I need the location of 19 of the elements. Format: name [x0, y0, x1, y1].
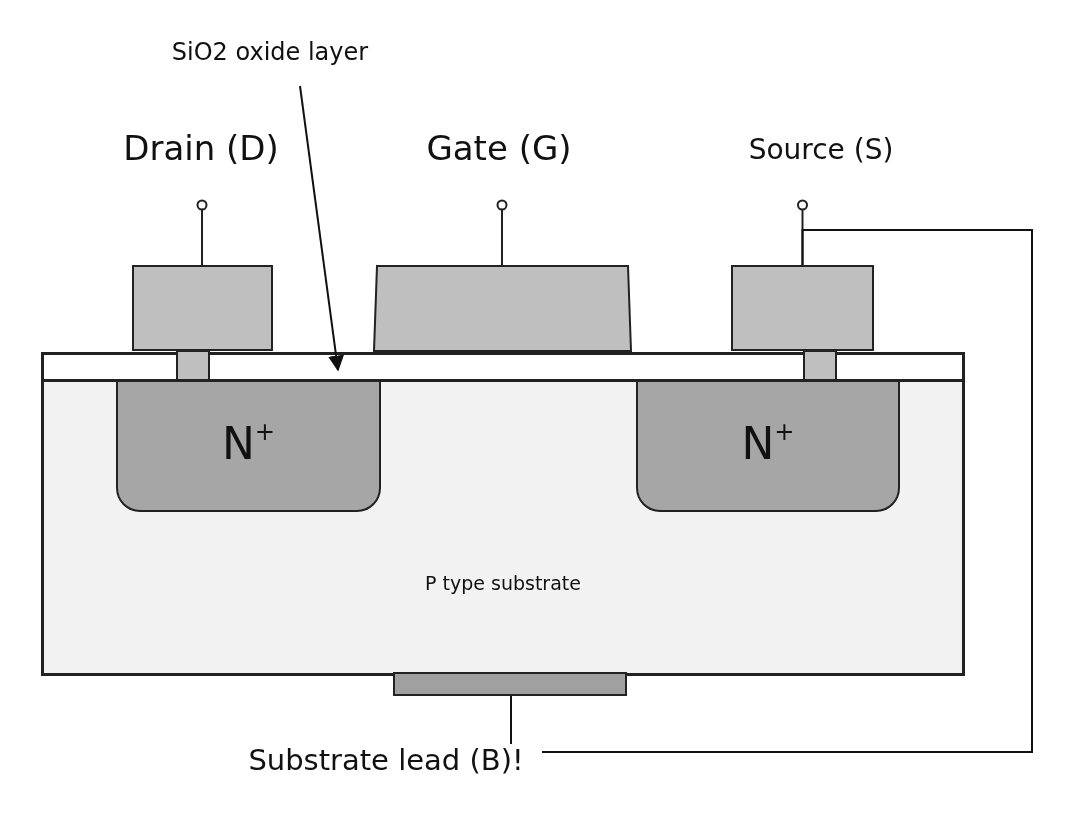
n-plus-region [116, 382, 381, 512]
n-plus-region [636, 382, 900, 512]
wire [510, 695, 512, 745]
leader-arrow [299, 85, 344, 372]
wire [541, 229, 1033, 753]
region-label: N$^{+}$ [741, 418, 795, 470]
oxide-layer [41, 352, 965, 382]
label-text: SiO2 oxide layer [150, 34, 390, 70]
terminal-label: Gate (G) [425, 128, 573, 168]
gate-electrode [373, 265, 632, 352]
metal-contact [731, 265, 874, 351]
region-label: P type substrate [425, 572, 581, 594]
label-text: Substrate lead (B)! [230, 738, 542, 782]
metal-contact [132, 265, 273, 351]
terminal-label: Drain (D) [122, 128, 280, 168]
region-label: N$^{+}$ [221, 418, 276, 470]
substrate-lead-bar [393, 672, 627, 696]
substrate-region [41, 382, 965, 676]
terminal-label: Source (S) [747, 133, 895, 166]
